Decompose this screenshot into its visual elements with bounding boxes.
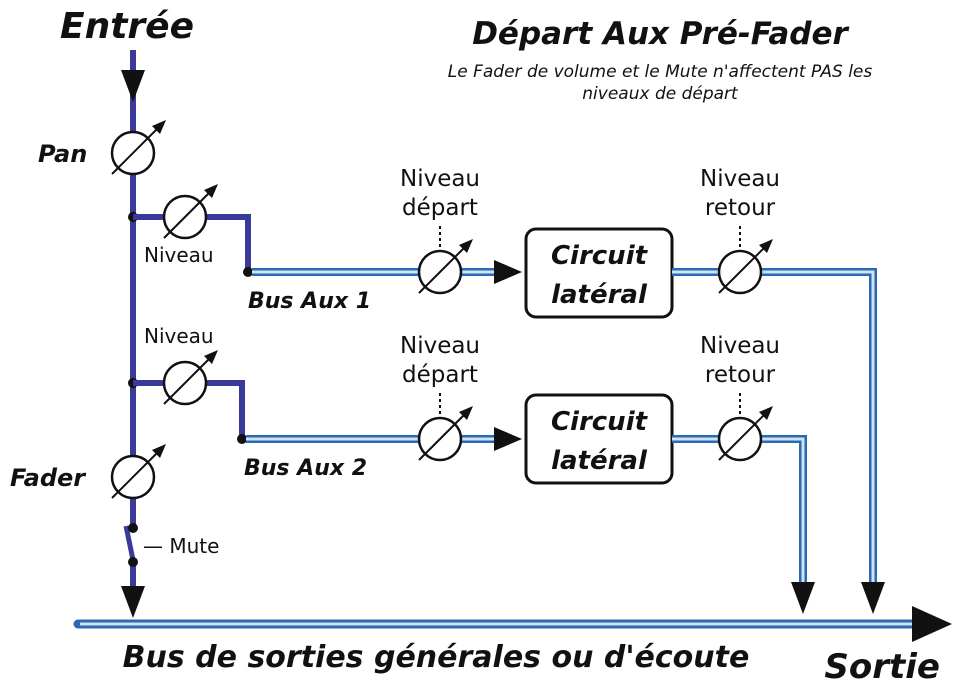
mute-label: — Mute <box>143 534 219 558</box>
aux2-return-knob <box>717 393 773 462</box>
aux1-bus <box>252 260 522 284</box>
aux1-return-label-line1: Niveau <box>700 166 780 192</box>
aux2-bus-label: Bus Aux 2 <box>244 456 367 481</box>
aux2-return-label-line1: Niveau <box>700 333 780 359</box>
aux2-circuit-box: Circuit latéral <box>524 393 674 485</box>
aux2-level-knob <box>162 350 218 406</box>
main-output-bus <box>73 606 952 642</box>
aux2-send-label-line2: départ <box>402 362 478 388</box>
aux2-return-path <box>672 435 815 614</box>
aux1-send-label-line1: Niveau <box>400 166 480 192</box>
subtitle-line-1: Le Fader de volume et le Mute n'affecten… <box>448 62 873 82</box>
aux1-circuit-box: Circuit latéral <box>524 227 674 319</box>
main-bus-label: Bus de sorties générales ou d'écoute <box>123 640 750 675</box>
aux1-circuit-line1: Circuit <box>551 241 649 271</box>
fader-label: Fader <box>10 464 87 492</box>
mute-switch <box>123 523 138 567</box>
aux1-bus-label: Bus Aux 1 <box>248 289 371 314</box>
aux1-send-knob <box>417 226 473 295</box>
subtitle-line-2: niveaux de départ <box>582 84 739 104</box>
output-label: Sortie <box>824 647 940 687</box>
aux2-return-label-line2: retour <box>705 362 776 388</box>
aux1-circuit-line2: latéral <box>551 280 648 310</box>
aux2-bus <box>246 427 522 451</box>
aux1-level-knob <box>162 184 218 240</box>
input-label: Entrée <box>60 6 194 47</box>
aux1-send-label-line2: départ <box>402 195 478 221</box>
aux1-return-knob <box>717 226 773 295</box>
fader-knob <box>110 444 166 500</box>
aux2-send-label-line1: Niveau <box>400 333 480 359</box>
pan-knob <box>110 120 166 176</box>
aux2-send-knob <box>417 393 473 462</box>
aux1-return-label-line2: retour <box>705 195 776 221</box>
aux2-circuit-line1: Circuit <box>551 407 649 437</box>
diagram-title: Départ Aux Pré-Fader <box>472 16 849 52</box>
pan-label: Pan <box>38 140 87 168</box>
aux2-level-label: Niveau <box>144 324 214 348</box>
aux1-level-label: Niveau <box>144 243 214 267</box>
aux2-circuit-line2: latéral <box>551 446 648 476</box>
